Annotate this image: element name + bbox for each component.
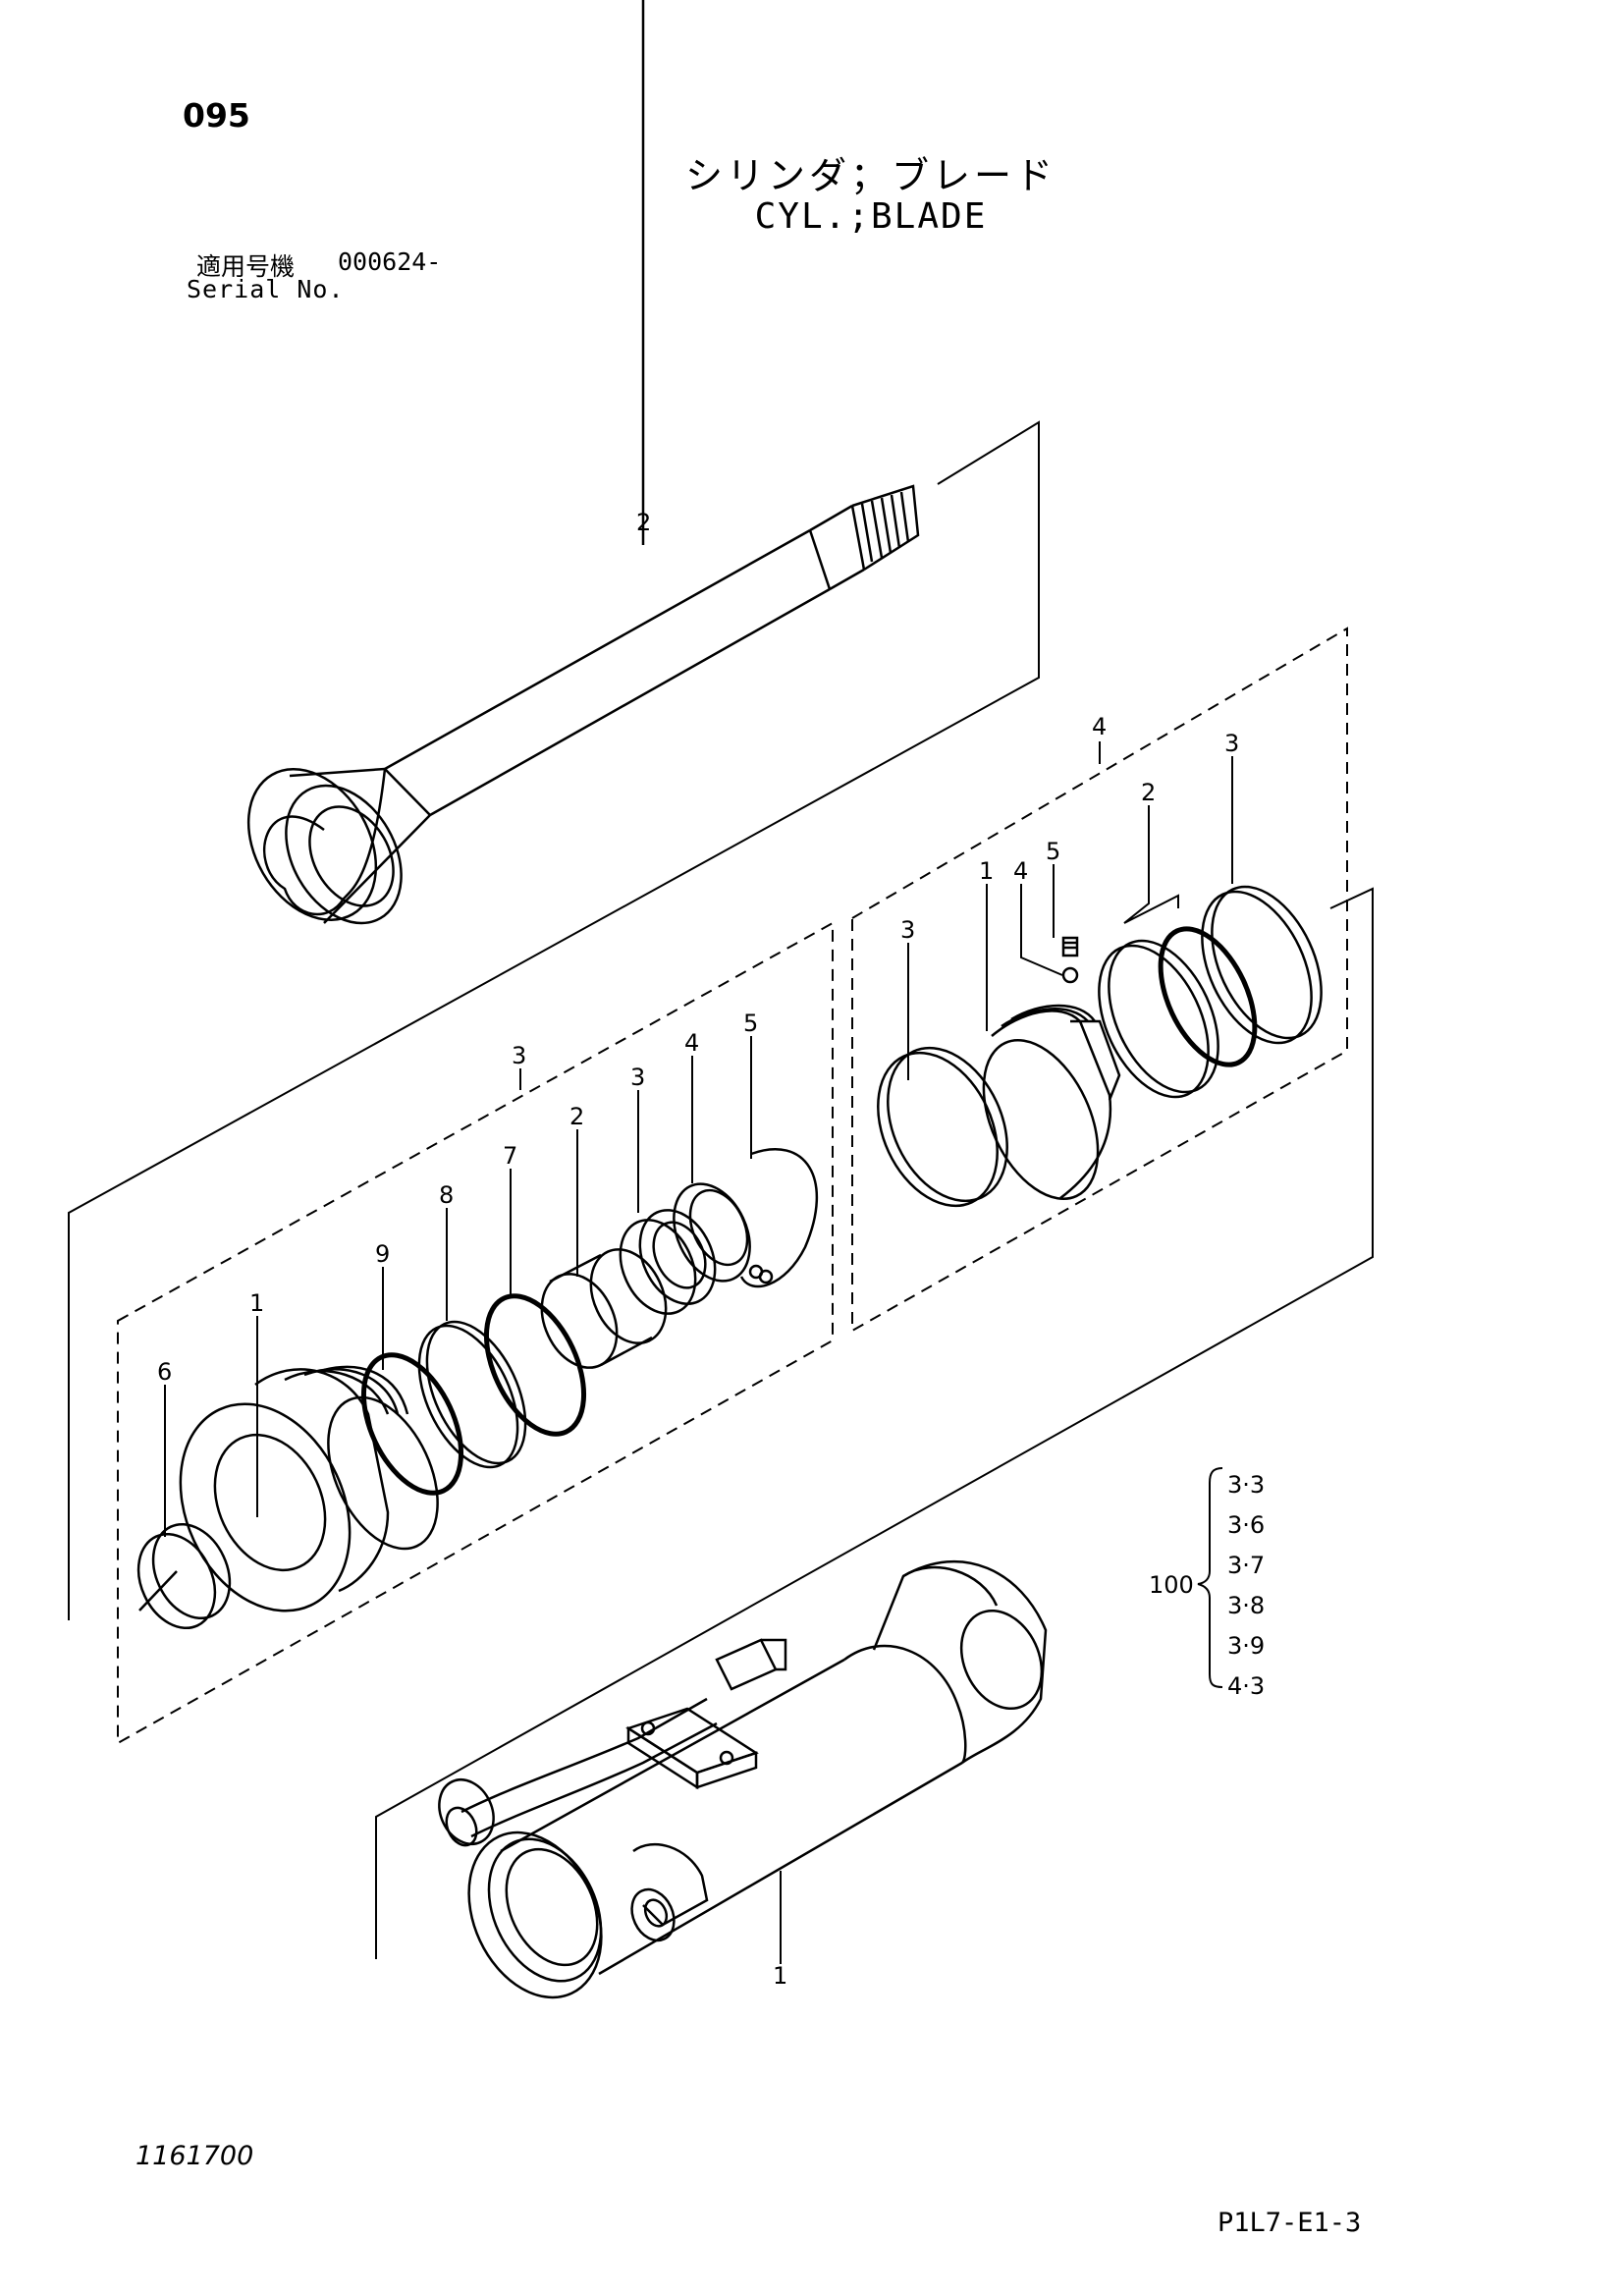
callout-piston-1: 1	[979, 857, 994, 885]
callout-head-2: 2	[569, 1103, 584, 1130]
seal-kit-brace	[1197, 1467, 1223, 1688]
callout-head-3: 3	[630, 1064, 645, 1091]
page-number: 095	[183, 96, 250, 135]
serial-value: 000624-	[338, 247, 442, 276]
page-code: P1L7-E1-3	[1218, 2208, 1362, 2238]
callout-piston-5: 5	[1046, 838, 1060, 865]
callout-piston-3-right: 3	[1224, 730, 1239, 757]
callout-head-1: 1	[249, 1289, 264, 1317]
seal-kit-label: 100	[1149, 1571, 1194, 1599]
seal-kit-item: 4·3	[1227, 1672, 1265, 1700]
head-parts-drawing	[136, 1036, 819, 1630]
piston-assembly-drawing	[851, 627, 1348, 1333]
callout-head-group-3: 3	[512, 1042, 526, 1069]
title-japanese: シリンダ；ブレード	[684, 154, 1056, 197]
callout-head-8: 8	[439, 1181, 454, 1209]
callout-head-7: 7	[503, 1142, 517, 1170]
callout-head-5: 5	[743, 1010, 758, 1037]
callout-piston-group-4: 4	[1092, 713, 1107, 740]
callout-head-4: 4	[684, 1029, 699, 1057]
piston-parts-drawing	[877, 741, 1323, 1208]
callout-tube-1: 1	[773, 1962, 787, 1990]
seal-kit-item: 3·9	[1227, 1632, 1265, 1660]
serial-label-japanese: 適用号機	[196, 252, 296, 281]
drawing-number: 1161700	[135, 2141, 254, 2171]
seal-kit-item: 3·7	[1227, 1552, 1265, 1579]
callout-piston-4: 4	[1013, 857, 1028, 885]
callout-piston-2: 2	[1141, 779, 1156, 806]
title-english: CYL.;BLADE	[754, 196, 988, 237]
callout-head-9: 9	[375, 1240, 390, 1268]
cylinder-tube-drawing	[375, 887, 1374, 1999]
callout-head-6: 6	[157, 1358, 172, 1386]
callout-piston-3-left: 3	[900, 916, 915, 944]
seal-kit-item: 3·3	[1227, 1471, 1265, 1499]
seal-kit-item: 3·8	[1227, 1592, 1265, 1619]
piston-rod-drawing	[68, 0, 1040, 1620]
serial-label-english: Serial No.	[187, 275, 345, 303]
callout-rod-2: 2	[636, 509, 651, 536]
seal-kit-item: 3·6	[1227, 1511, 1265, 1539]
